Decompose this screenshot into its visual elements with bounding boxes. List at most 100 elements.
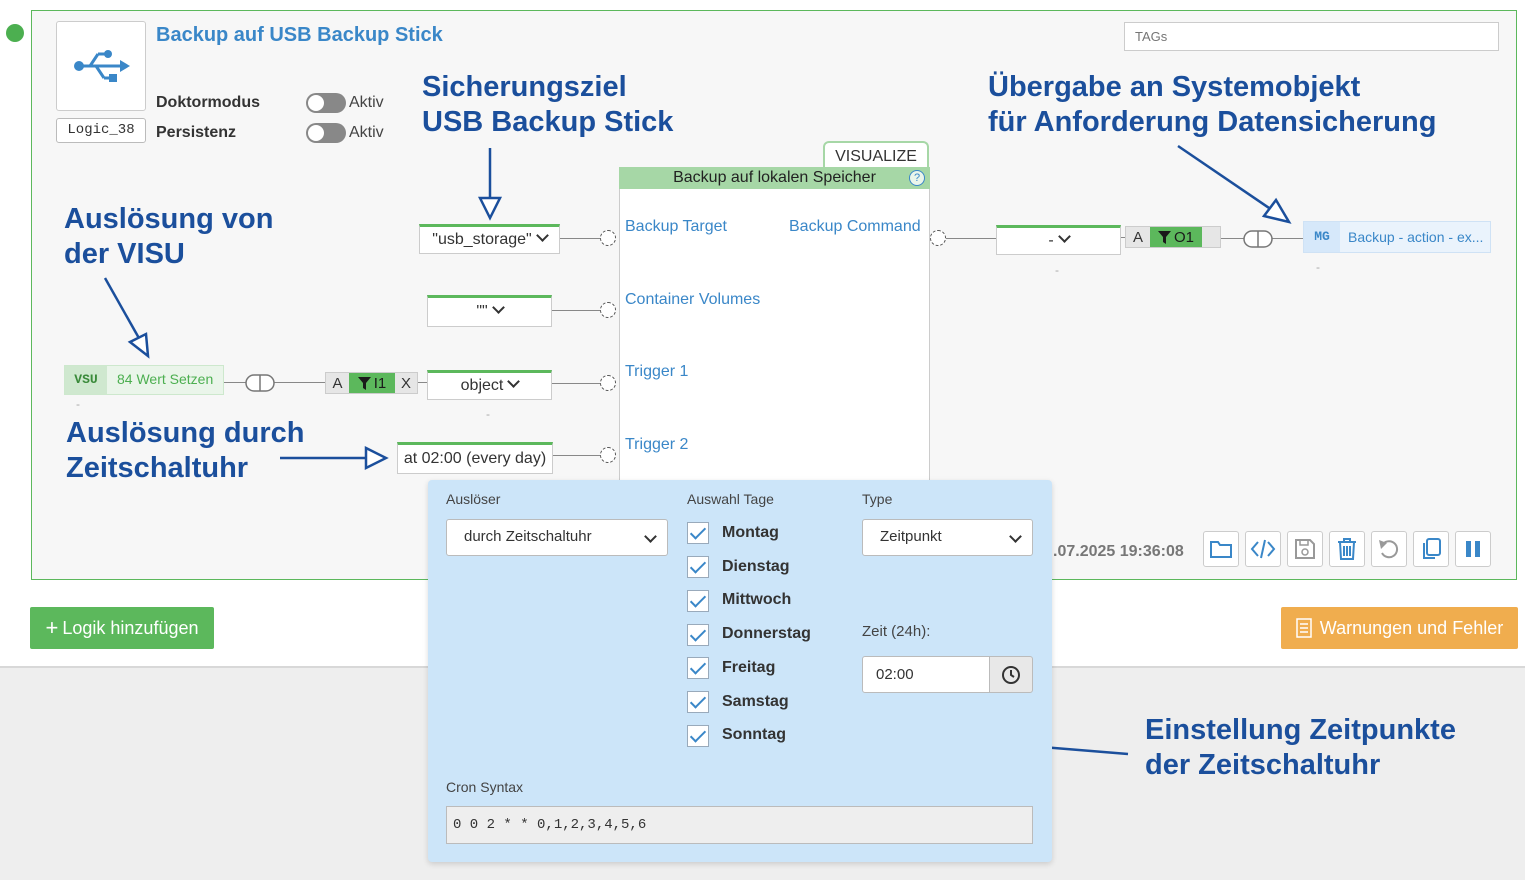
day-label-montag: Montag <box>722 524 779 541</box>
warnings-button[interactable]: Warnungen und Fehler <box>1281 607 1518 649</box>
option-label-doktormodus: Doktormodus <box>156 94 260 111</box>
doktormodus-toggle[interactable] <box>306 93 346 113</box>
persistenz-toggle[interactable] <box>306 123 346 143</box>
type-select[interactable]: Zeitpunkt <box>862 519 1033 556</box>
logic-title[interactable]: Backup auf USB Backup Stick <box>156 24 443 46</box>
trigger-label: Auslöser <box>446 491 501 507</box>
undo-icon <box>1379 540 1399 559</box>
vsu-subvalue: - <box>76 397 80 411</box>
option-label-persistenz: Persistenz <box>156 124 237 141</box>
pause-icon <box>1466 541 1480 557</box>
usb-icon <box>74 50 130 82</box>
tags-input[interactable] <box>1124 22 1499 51</box>
save-icon <box>1295 539 1315 559</box>
cron-syntax-field[interactable]: 0 0 2 * * 0,1,2,3,4,5,6 <box>446 806 1033 844</box>
input-converter[interactable]: A I1 X <box>325 372 418 394</box>
trigger1-select[interactable]: object <box>427 370 552 400</box>
help-icon[interactable]: ? <box>909 170 925 186</box>
converter-filter[interactable]: I1 <box>349 373 395 393</box>
wire <box>418 382 427 383</box>
document-icon <box>1296 618 1312 638</box>
port-connector[interactable] <box>600 447 616 463</box>
converter-x[interactable]: X <box>400 374 411 392</box>
doktormodus-toggle-label: Aktiv <box>349 94 384 111</box>
undo-button[interactable] <box>1371 531 1407 567</box>
time-picker-button[interactable] <box>989 656 1033 693</box>
logic-id-label: Logic_38 <box>56 118 146 143</box>
port-connector[interactable] <box>930 230 946 246</box>
filter-icon <box>1157 230 1171 244</box>
function-block-title: Backup auf lokalen Speicher <box>619 167 930 189</box>
last-modified-timestamp: .07.2025 19:36:08 <box>1053 543 1184 560</box>
annotation-settings: Einstellung Zeitpunkte der Zeitschaltuhr <box>1145 714 1456 781</box>
folder-button[interactable] <box>1203 531 1239 567</box>
logic-icon-box[interactable] <box>56 21 146 111</box>
wire <box>560 238 602 239</box>
function-block <box>619 167 930 487</box>
trigger2-select[interactable]: at 02:00 (every day) <box>397 442 553 494</box>
wire <box>552 310 602 311</box>
wire <box>552 383 602 384</box>
day-label-dienstag: Dienstag <box>722 558 790 575</box>
copy-button[interactable] <box>1413 531 1449 567</box>
chevron-down-icon <box>507 375 521 388</box>
checkbox-sonntag[interactable] <box>687 725 709 747</box>
vsu-object-name: 84 Wert Setzen <box>117 371 214 387</box>
input-port-container-volumes: Container Volumes <box>625 291 761 308</box>
coupler-icon[interactable] <box>245 374 275 392</box>
visualize-tab[interactable]: VISUALIZE <box>823 141 929 168</box>
cron-label: Cron Syntax <box>446 779 524 795</box>
annotation-system-object: Übergabe an Systemobjekt für Anforderung… <box>988 71 1437 138</box>
checkbox-mittwoch[interactable] <box>687 590 709 612</box>
chevron-down-icon <box>1057 230 1071 243</box>
trigger-select-value: durch Zeitschaltuhr <box>464 528 592 545</box>
day-label-mittwoch: Mittwoch <box>722 591 792 608</box>
port-connector[interactable] <box>600 375 616 391</box>
vsu-tag: VSU <box>65 366 107 394</box>
checkbox-donnerstag[interactable] <box>687 624 709 646</box>
checkbox-freitag[interactable] <box>687 657 709 679</box>
backup-command-select[interactable]: - <box>996 225 1121 255</box>
input-port-trigger-1: Trigger 1 <box>625 363 689 380</box>
annotation-visu: Auslösung von der VISU <box>64 203 274 270</box>
backup-command-subvalue: - <box>1055 263 1059 277</box>
output-converter[interactable]: A O1 <box>1125 226 1221 248</box>
wire <box>553 455 602 456</box>
days-label: Auswahl Tage <box>687 491 774 507</box>
checkbox-montag[interactable] <box>687 522 709 544</box>
wire <box>224 382 328 383</box>
filter-icon <box>357 376 371 390</box>
input-port-trigger-2: Trigger 2 <box>625 436 689 453</box>
backup-target-select[interactable]: "usb_storage" <box>419 224 560 254</box>
save-button[interactable] <box>1287 531 1323 567</box>
converter-filter[interactable]: O1 <box>1150 227 1202 247</box>
clock-icon <box>1002 665 1020 684</box>
chevron-down-icon <box>535 229 549 242</box>
time-input[interactable]: 02:00 <box>862 656 990 693</box>
mg-tag: MG <box>1304 222 1340 252</box>
port-connector[interactable] <box>600 302 616 318</box>
wire <box>1121 237 1125 238</box>
container-volumes-select[interactable]: "" <box>427 295 552 327</box>
type-label: Type <box>862 491 893 507</box>
code-icon <box>1250 539 1276 559</box>
trigger2-value: at 02:00 (every day) <box>403 450 547 467</box>
mg-subvalue: - <box>1316 260 1320 274</box>
checkbox-dienstag[interactable] <box>687 556 709 578</box>
checkbox-samstag[interactable] <box>687 691 709 713</box>
trigger-select[interactable]: durch Zeitschaltuhr <box>446 519 668 556</box>
container-volumes-value: "" <box>476 303 488 320</box>
annotation-target: Sicherungsziel USB Backup Stick <box>422 71 674 138</box>
coupler-icon[interactable] <box>1243 230 1273 248</box>
type-select-value: Zeitpunkt <box>880 528 942 545</box>
port-connector[interactable] <box>600 230 616 246</box>
pause-button[interactable] <box>1455 531 1491 567</box>
code-button[interactable] <box>1245 531 1281 567</box>
wire <box>946 238 996 239</box>
add-logic-button[interactable]: + Logik hinzufügen <box>30 607 214 649</box>
day-label-sonntag: Sonntag <box>722 726 786 743</box>
day-label-freitag: Freitag <box>722 659 776 676</box>
status-indicator <box>6 24 24 42</box>
chevron-down-icon <box>1009 530 1022 543</box>
delete-button[interactable] <box>1329 531 1365 567</box>
